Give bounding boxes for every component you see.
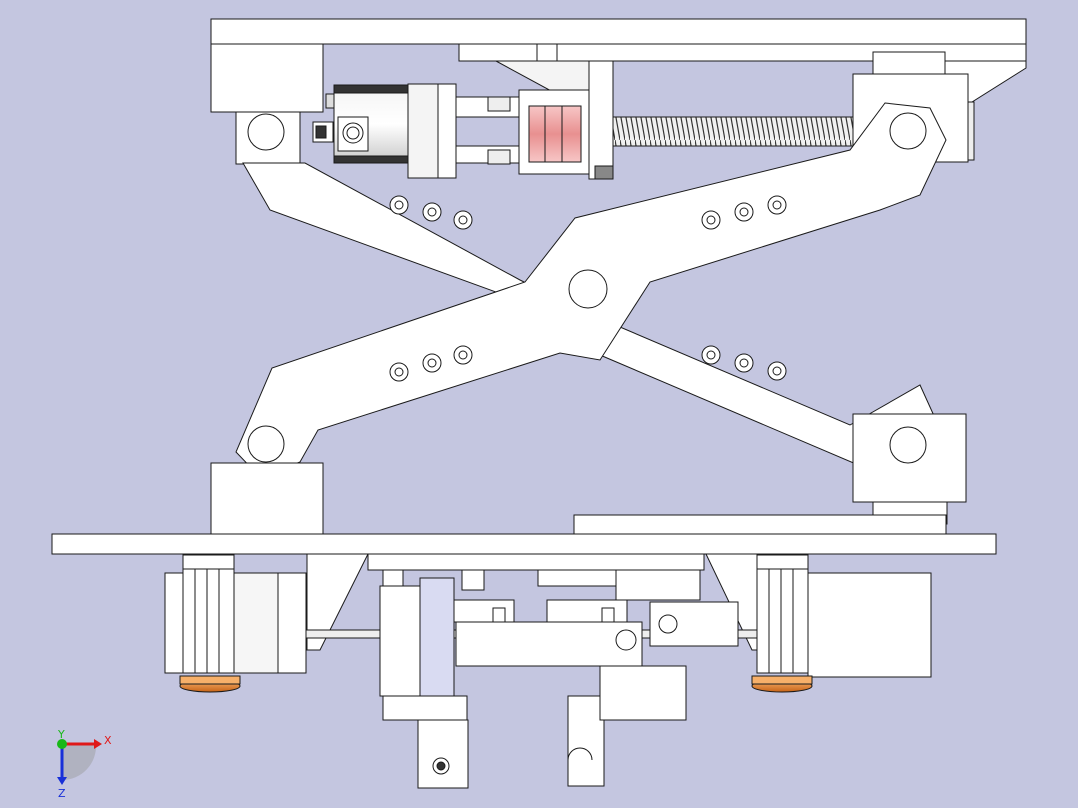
arm-b-lower-bolts: [389, 345, 473, 382]
top-right-pivot-pin: [889, 112, 927, 150]
gripper-finger-right[interactable]: [567, 695, 605, 787]
top-left-hinge-block[interactable]: [210, 43, 324, 165]
bottom-left-pivot-pin: [247, 425, 285, 463]
servo-motor[interactable]: [312, 83, 520, 179]
y-axis-label: Y: [57, 728, 65, 741]
stepper-motor-left[interactable]: [164, 554, 307, 674]
arm-a-lower-bolts: [701, 345, 787, 381]
arm-a-upper-bolts: [389, 195, 473, 230]
bottom-left-hinge-block[interactable]: [210, 425, 324, 535]
stepper-motor-right[interactable]: [756, 554, 932, 678]
bottom-right-slider-block[interactable]: [852, 413, 967, 525]
center-pivot[interactable]: [568, 269, 608, 309]
left-support-bracket: [306, 553, 369, 651]
gripper-finger-left[interactable]: [417, 719, 469, 789]
arm-b-upper-bolts: [701, 195, 787, 230]
shaft-coupling[interactable]: [518, 60, 614, 180]
x-axis-label: X: [104, 734, 112, 747]
orientation-triad: X Y Z: [57, 728, 112, 800]
gripper-mechanism[interactable]: [379, 569, 739, 789]
base-plate[interactable]: [51, 514, 997, 555]
bottom-right-pivot-pin: [889, 426, 927, 464]
lead-screw[interactable]: [612, 116, 859, 147]
top-left-pivot-pin: [247, 113, 285, 151]
z-axis-label: Z: [58, 787, 66, 800]
encoder-connector: [342, 122, 364, 144]
